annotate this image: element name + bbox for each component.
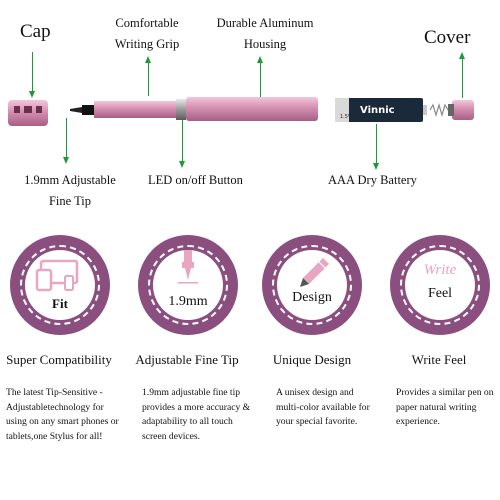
feature-desc-tip: 1.9mm adjustable fine tip provides a mor… [142, 387, 251, 442]
ring-text-tip: 1.9mm [168, 294, 208, 309]
battery-part: Vinnic 1.5V [335, 98, 427, 122]
feature-ring-write: Write Feel [390, 235, 490, 335]
label-tip-1: 1.9mm Adjustable [24, 173, 116, 187]
arrow-button [178, 120, 186, 168]
cap-part [8, 100, 48, 126]
fine-tip-icon [178, 250, 198, 284]
devices-icon [35, 259, 79, 292]
label-cap: Cap [20, 21, 51, 42]
arrow-grip [144, 56, 152, 96]
arrow-battery [372, 124, 380, 170]
label-housing-1: Durable Aluminum [216, 16, 314, 30]
label-cover: Cover [424, 27, 471, 48]
arrow-tip [62, 118, 70, 164]
arrow-housing [256, 56, 264, 98]
feature-desc-write: Provides a similar pen on paper natural … [396, 387, 494, 427]
battery-brand: Vinnic [360, 105, 395, 116]
feature-ring-fit: Fit [10, 235, 110, 335]
label-grip-1: Comfortable [115, 16, 179, 30]
feature-title-design: Unique Design [272, 352, 352, 367]
label-tip-2: Fine Tip [48, 194, 92, 208]
feature-desc-design: A unisex design and multi-color availabl… [276, 387, 370, 427]
feature-title-compatibility: Super Compatibility [6, 352, 112, 367]
battery-spec: 1.5V [340, 114, 352, 120]
write-icon: Write [423, 262, 457, 278]
arrow-cover [458, 52, 466, 98]
ring-text-design: Design [292, 290, 332, 305]
feature-ring-design: Design [262, 235, 362, 335]
label-button: LED on/off Button [148, 173, 243, 187]
arrow-cap [28, 52, 36, 98]
feature-title-write: Write Feel [411, 352, 467, 367]
feature-ring-tip: 1.9mm [138, 235, 238, 335]
label-battery: AAA Dry Battery [328, 173, 417, 187]
label-housing-2: Housing [243, 37, 287, 51]
label-grip-2: Writing Grip [114, 37, 180, 51]
ring-text-fit: Fit [52, 296, 68, 311]
design-pen-icon [300, 258, 329, 287]
feature-title-tip: Adjustable Fine Tip [135, 352, 239, 367]
cover-part [448, 100, 474, 120]
ring-text-feel: Feel [427, 286, 453, 301]
feature-desc-compatibility: The latest Tip-Sensitive -Adjustabletech… [6, 387, 119, 442]
stylus-illustration: Vinnic 1.5V [8, 97, 474, 126]
